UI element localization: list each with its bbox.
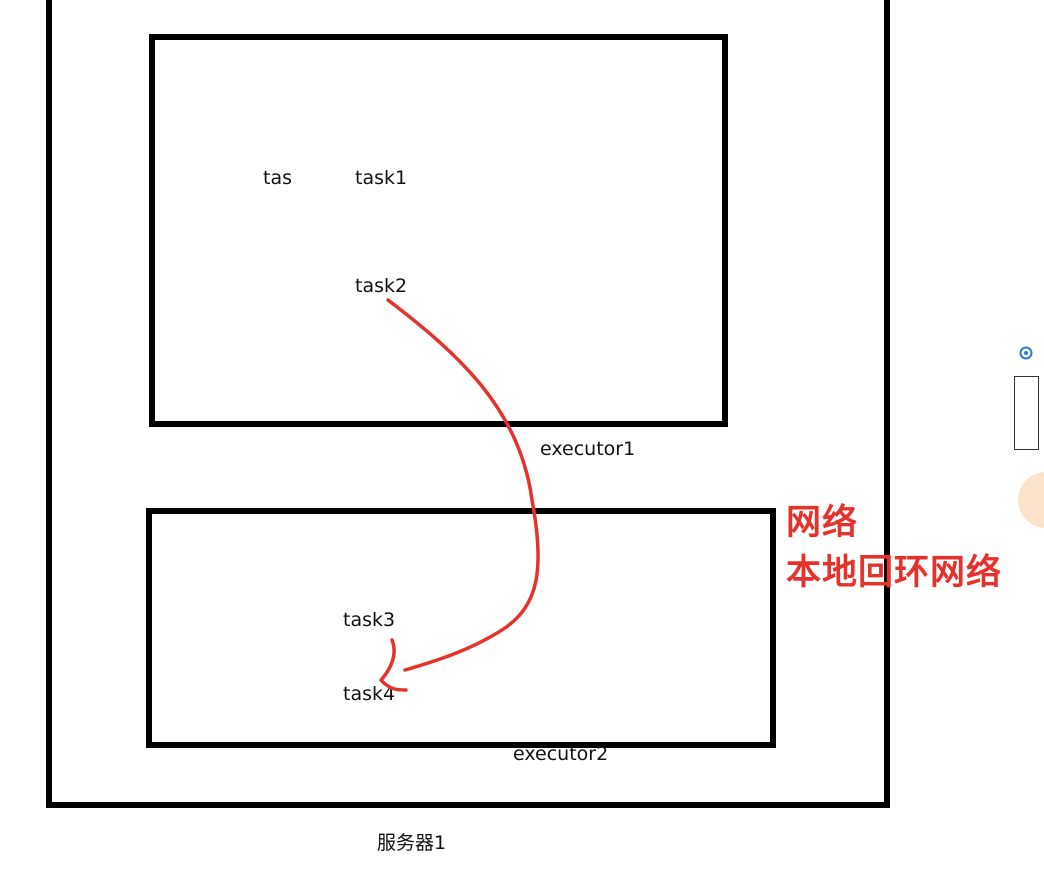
side-panel-handle[interactable] [1014,376,1039,450]
task-label-task4: task4 [343,683,396,705]
annotation-loopback-network: 本地回环网络 [786,553,1003,593]
task-label-tas: tas [263,167,292,189]
swirl-icon[interactable] [1019,346,1033,360]
annotation-network: 网络 [786,503,859,543]
floating-orb-button[interactable] [1018,472,1044,528]
server-box [46,0,890,808]
task-label-task3: task3 [343,609,396,631]
task-label-task2: task2 [355,275,408,297]
executor1-label: executor1 [540,438,636,460]
task-label-task1: task1 [355,167,408,189]
executor2-box [146,508,776,748]
executor1-box [149,34,728,427]
executor2-label: executor2 [513,743,609,765]
server-label: 服务器1 [377,832,447,854]
